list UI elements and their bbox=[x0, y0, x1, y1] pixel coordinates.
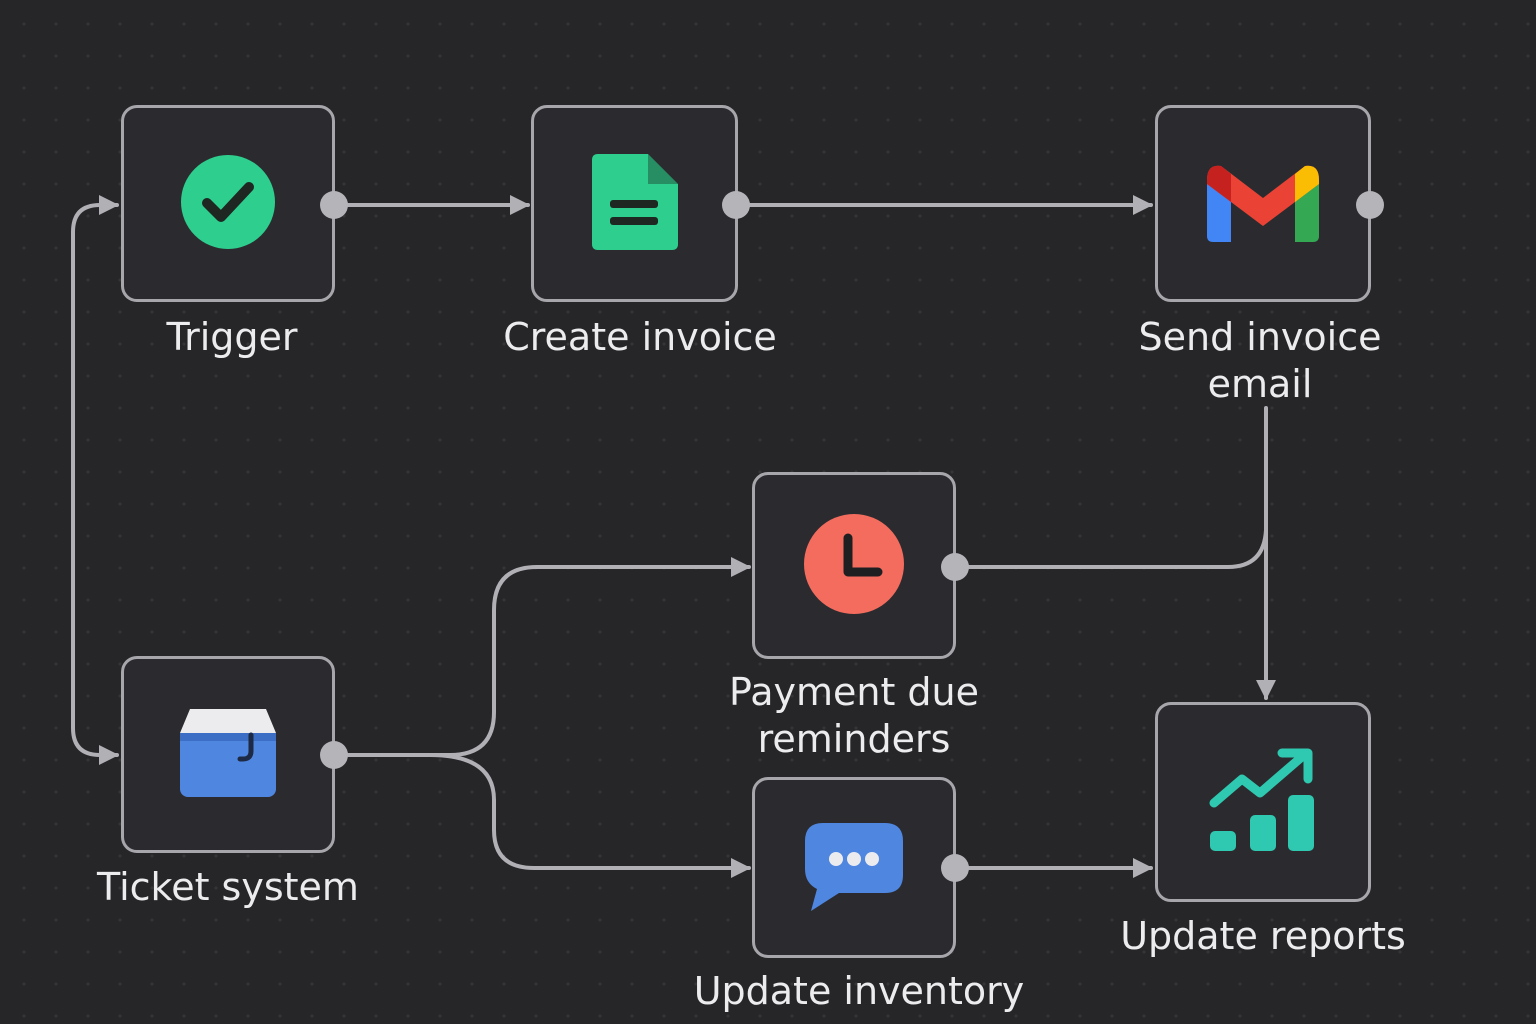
output-port-payment-due-reminders[interactable] bbox=[941, 553, 969, 581]
node-label-line: Payment due bbox=[728, 670, 980, 714]
connection-trigger-ticket-system-loop[interactable] bbox=[71, 195, 119, 765]
connection-ticket-system-to-payment-due-reminders[interactable] bbox=[346, 557, 751, 757]
node-label-payment-due-reminders: Payment due reminders bbox=[694, 669, 1014, 763]
node-label-trigger: Trigger bbox=[166, 315, 298, 359]
output-port-send-invoice-email[interactable] bbox=[1356, 191, 1384, 219]
node-label-ticket-system: Ticket system bbox=[97, 865, 359, 909]
clock-icon bbox=[803, 513, 905, 619]
output-port-create-invoice[interactable] bbox=[722, 191, 750, 219]
node-create-invoice[interactable] bbox=[531, 105, 738, 302]
output-port-update-inventory[interactable] bbox=[941, 854, 969, 882]
output-port-trigger[interactable] bbox=[320, 191, 348, 219]
node-label-create-invoice: Create invoice bbox=[503, 315, 777, 359]
node-update-inventory[interactable] bbox=[752, 777, 956, 958]
node-ticket-system[interactable] bbox=[121, 656, 335, 853]
node-update-reports[interactable] bbox=[1155, 702, 1371, 902]
check-circle-icon bbox=[180, 154, 276, 254]
node-send-invoice-email[interactable] bbox=[1155, 105, 1371, 302]
node-label-send-invoice-email: Send invoice email bbox=[1100, 314, 1420, 408]
connection-payment-due-reminders-to-update-reports[interactable] bbox=[967, 528, 1268, 569]
gmail-icon bbox=[1205, 160, 1321, 248]
document-icon bbox=[590, 152, 680, 256]
node-label-line: email bbox=[1207, 362, 1313, 406]
inbox-icon bbox=[178, 707, 278, 803]
chart-trend-icon bbox=[1208, 745, 1318, 859]
node-label-update-reports: Update reports bbox=[1120, 914, 1406, 958]
node-label-update-inventory: Update inventory bbox=[693, 969, 1025, 1013]
node-trigger[interactable] bbox=[121, 105, 335, 302]
node-label-line: Send invoice bbox=[1138, 315, 1382, 359]
node-label-line: reminders bbox=[757, 717, 951, 761]
output-port-ticket-system[interactable] bbox=[320, 741, 348, 769]
connection-ticket-system-to-update-inventory[interactable] bbox=[428, 753, 751, 878]
node-payment-due-reminders[interactable] bbox=[752, 472, 956, 659]
chat-bubble-icon bbox=[803, 819, 905, 917]
